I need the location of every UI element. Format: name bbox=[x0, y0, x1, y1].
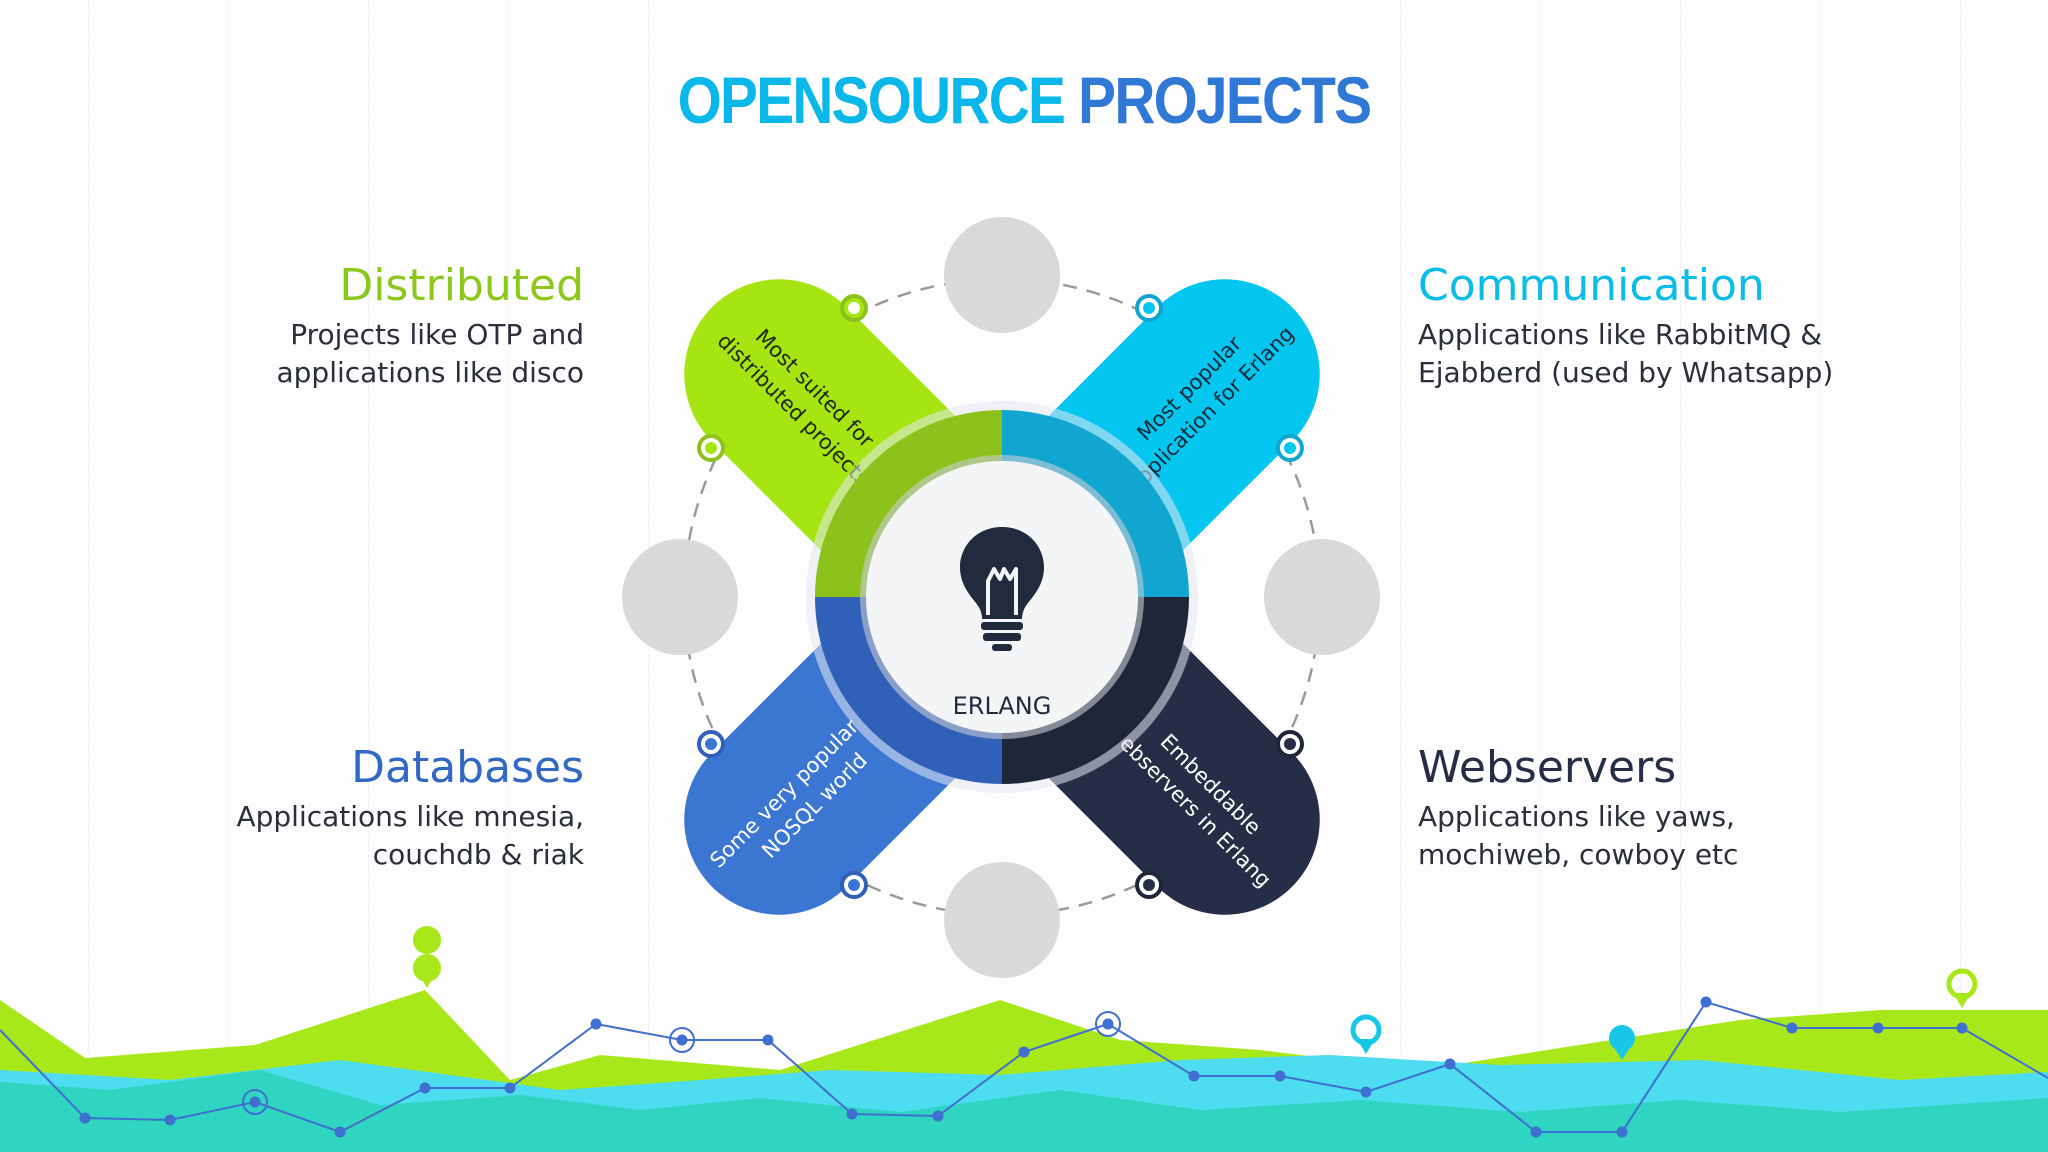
placeholder-circle-top bbox=[944, 217, 1060, 333]
quadrant-distributed: Distributed Projects like OTP and applic… bbox=[64, 260, 584, 392]
desc-webservers-line2: mochiweb, cowboy etc bbox=[1418, 838, 1739, 871]
desc-communication-line2: Ejabberd (used by Whatsapp) bbox=[1418, 356, 1834, 389]
connector-dot bbox=[1143, 302, 1155, 314]
background-grid-line bbox=[228, 0, 229, 1152]
background-grid-line bbox=[1820, 0, 1821, 1152]
heading-distributed: Distributed bbox=[339, 260, 584, 311]
connector-dot bbox=[1284, 738, 1296, 750]
quadrant-communication: Communication Applications like RabbitMQ… bbox=[1418, 260, 1938, 392]
connector-dot bbox=[1143, 879, 1155, 891]
desc-databases-line2: couchdb & riak bbox=[372, 838, 584, 871]
bottom-wave-decoration bbox=[0, 990, 2048, 1152]
desc-distributed-line2: applications like disco bbox=[276, 356, 584, 389]
map-pin-icon bbox=[413, 926, 442, 988]
background-grid-line bbox=[1400, 0, 1401, 1152]
background-grid-line bbox=[368, 0, 369, 1152]
title-word-projects: PROJECTS bbox=[1078, 63, 1372, 137]
map-pin-icon bbox=[1946, 968, 1978, 1008]
page-title: OPENSOURCE PROJECTS bbox=[143, 62, 1904, 138]
quadrant-databases: Databases Applications like mnesia, couc… bbox=[64, 742, 584, 874]
background-grid-line bbox=[1680, 0, 1681, 1152]
connector-dot bbox=[848, 302, 860, 314]
center-label: ERLANG bbox=[953, 692, 1052, 720]
map-pin-icon bbox=[1350, 1014, 1382, 1054]
desc-databases-line1: Applications like mnesia, bbox=[236, 800, 584, 833]
connector-dot bbox=[705, 738, 717, 750]
connector-dot bbox=[848, 879, 860, 891]
desc-distributed-line1: Projects like OTP and bbox=[290, 318, 584, 351]
map-pin-icon bbox=[1609, 1025, 1635, 1060]
heading-webservers: Webservers bbox=[1418, 742, 1677, 793]
background-grid-line bbox=[1960, 0, 1961, 1152]
title-word-opensource: OPENSOURCE bbox=[677, 63, 1066, 137]
placeholder-circle-left bbox=[622, 539, 738, 655]
background-grid-line bbox=[88, 0, 89, 1152]
lightbulb-icon bbox=[960, 527, 1044, 651]
heading-communication: Communication bbox=[1418, 260, 1765, 311]
connector-dot bbox=[1284, 442, 1296, 454]
bottom-line-graph bbox=[0, 996, 2048, 1138]
quadrant-webservers: Webservers Applications like yaws, mochi… bbox=[1418, 742, 1938, 874]
placeholder-circle-bottom bbox=[944, 862, 1060, 978]
desc-webservers-line1: Applications like yaws, bbox=[1418, 800, 1735, 833]
connector-dot bbox=[705, 442, 717, 454]
background-grid-line bbox=[1540, 0, 1541, 1152]
background-grid-line bbox=[508, 0, 509, 1152]
heading-databases: Databases bbox=[351, 742, 584, 793]
placeholder-circle-right bbox=[1264, 539, 1380, 655]
desc-communication-line1: Applications like RabbitMQ & bbox=[1418, 318, 1823, 351]
